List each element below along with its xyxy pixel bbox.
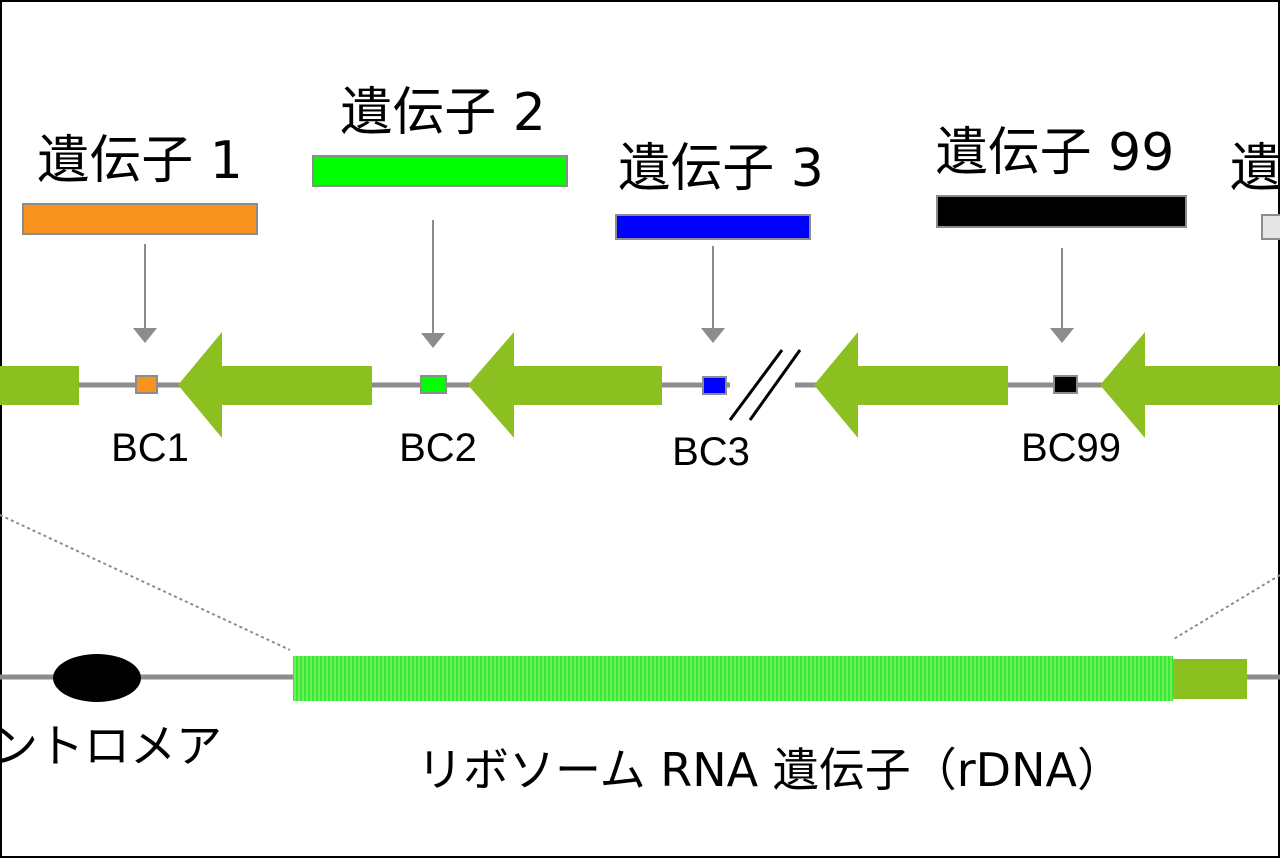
rdna-array-stripes — [294, 656, 1172, 701]
gene-99-bar — [936, 195, 1187, 228]
gene-3-bar — [615, 214, 811, 240]
gene-99: 遺伝子 99 BC99 — [936, 123, 1187, 470]
barcode-3-label: BC3 — [672, 430, 750, 474]
rdna-unit-2 — [468, 332, 662, 438]
rdna-units — [0, 332, 1280, 438]
gene-1: 遺伝子 1 BC1 — [22, 131, 258, 470]
rdna-unit-4 — [1100, 332, 1280, 438]
gene-1-arrow — [133, 328, 157, 343]
barcode-2-label: BC2 — [399, 426, 477, 470]
zoom-line-left — [0, 514, 291, 651]
rdna-array-tail — [1173, 659, 1247, 699]
gene-3-arrow — [701, 328, 725, 343]
gene-99-label: 遺伝子 99 — [936, 123, 1175, 183]
barcode-3-box — [702, 376, 727, 395]
zoom-line-right — [1171, 574, 1280, 641]
gene-next-bar — [1261, 214, 1280, 240]
gene-3: 遺伝子 3 BC3 — [615, 139, 824, 474]
gene-1-bar — [22, 203, 258, 235]
gene-99-arrow — [1050, 328, 1074, 343]
gene-3-label: 遺伝子 3 — [618, 139, 824, 199]
gene-2-label: 遺伝子 2 — [340, 83, 546, 143]
rdna-unit-0 — [0, 366, 79, 405]
barcode-99-label: BC99 — [1021, 426, 1121, 470]
rdna-unit-1 — [178, 332, 372, 438]
barcode-1-box — [135, 375, 158, 394]
barcode-1-label: BC1 — [111, 426, 189, 470]
gene-next-label: 遺 — [1230, 139, 1280, 199]
centromere-shape — [53, 654, 141, 702]
rdna-array-repeats — [293, 656, 1173, 701]
centromere-label: ントロメア — [0, 719, 222, 773]
gene-2: 遺伝子 2 BC2 — [312, 83, 568, 470]
gene-1-label: 遺伝子 1 — [37, 131, 243, 191]
gene-2-bar — [312, 155, 568, 187]
barcode-2-box — [420, 375, 447, 394]
rdna-array — [293, 656, 1247, 701]
break-mark — [728, 349, 802, 421]
gene-next: 遺 — [1230, 139, 1280, 240]
barcode-99-box — [1053, 375, 1078, 394]
gene-2-arrow — [421, 333, 445, 348]
rdna-label: リボソーム RNA 遺伝子（rDNA） — [417, 743, 1123, 797]
rdna-unit-3 — [814, 332, 1008, 438]
